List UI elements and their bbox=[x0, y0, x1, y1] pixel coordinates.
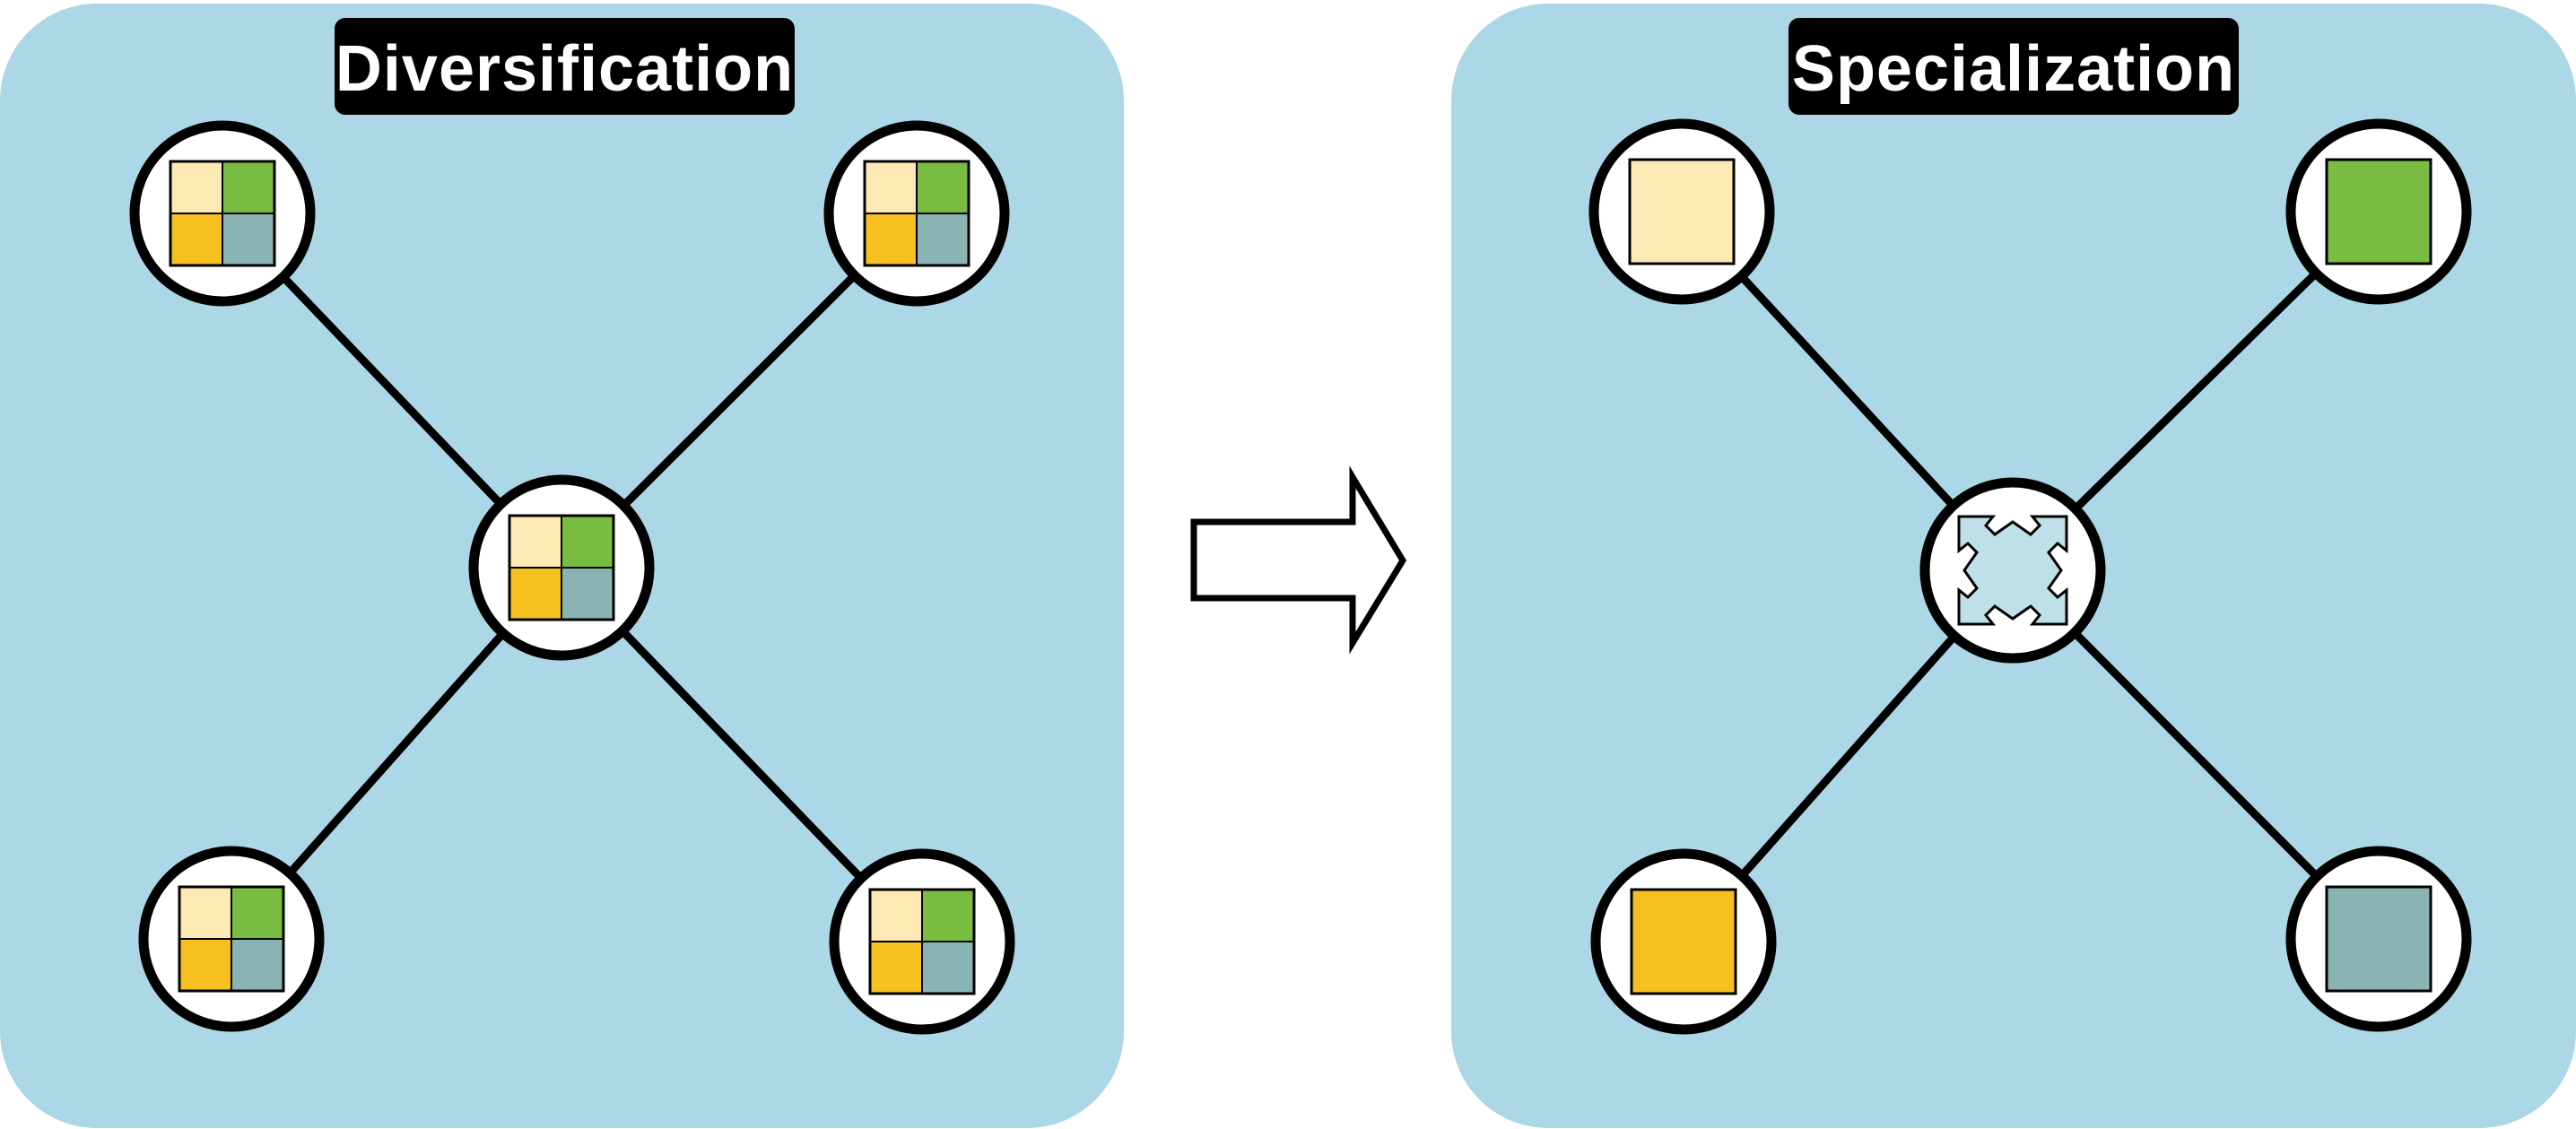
specialization-node-bottom-left bbox=[1590, 848, 1777, 1035]
gold-square-icon bbox=[1630, 888, 1737, 995]
specialization-node-bottom-right bbox=[2285, 846, 2472, 1032]
diversification-node-top-right bbox=[823, 120, 1010, 307]
four-color-grid-icon bbox=[508, 514, 615, 621]
diversification-node-bottom-right bbox=[829, 848, 1015, 1035]
diversification-title: Diversification bbox=[335, 33, 794, 105]
four-color-grid-icon bbox=[868, 888, 976, 995]
diversification-node-bottom-left bbox=[138, 846, 325, 1032]
specialization-node-top-left bbox=[1588, 118, 1775, 305]
specialization-title: Specialization bbox=[1792, 33, 2235, 105]
specialization-hub-node bbox=[1919, 477, 2106, 664]
right-arrow-icon bbox=[1190, 465, 1407, 655]
green-square-icon bbox=[2325, 158, 2432, 265]
specialization-title-background bbox=[1788, 18, 2239, 115]
diversification-hub-node bbox=[468, 474, 655, 661]
diversification-title-badge: Diversification bbox=[335, 18, 795, 115]
diversification-title-background bbox=[335, 18, 795, 115]
four-color-grid-icon bbox=[169, 160, 276, 267]
diversification-panel: Diversification bbox=[0, 4, 1124, 1128]
diversification-node-top-left bbox=[129, 120, 316, 307]
expand-arrows-icon bbox=[1957, 515, 2068, 626]
cream-square-icon bbox=[1628, 158, 1736, 265]
teal-square-icon bbox=[2325, 885, 2432, 993]
four-color-grid-icon bbox=[863, 160, 970, 267]
specialization-title-badge: Specialization bbox=[1788, 18, 2239, 115]
specialization-panel: Specialization bbox=[1451, 4, 2576, 1128]
four-color-grid-icon bbox=[178, 885, 285, 993]
specialization-node-top-right bbox=[2285, 118, 2472, 305]
